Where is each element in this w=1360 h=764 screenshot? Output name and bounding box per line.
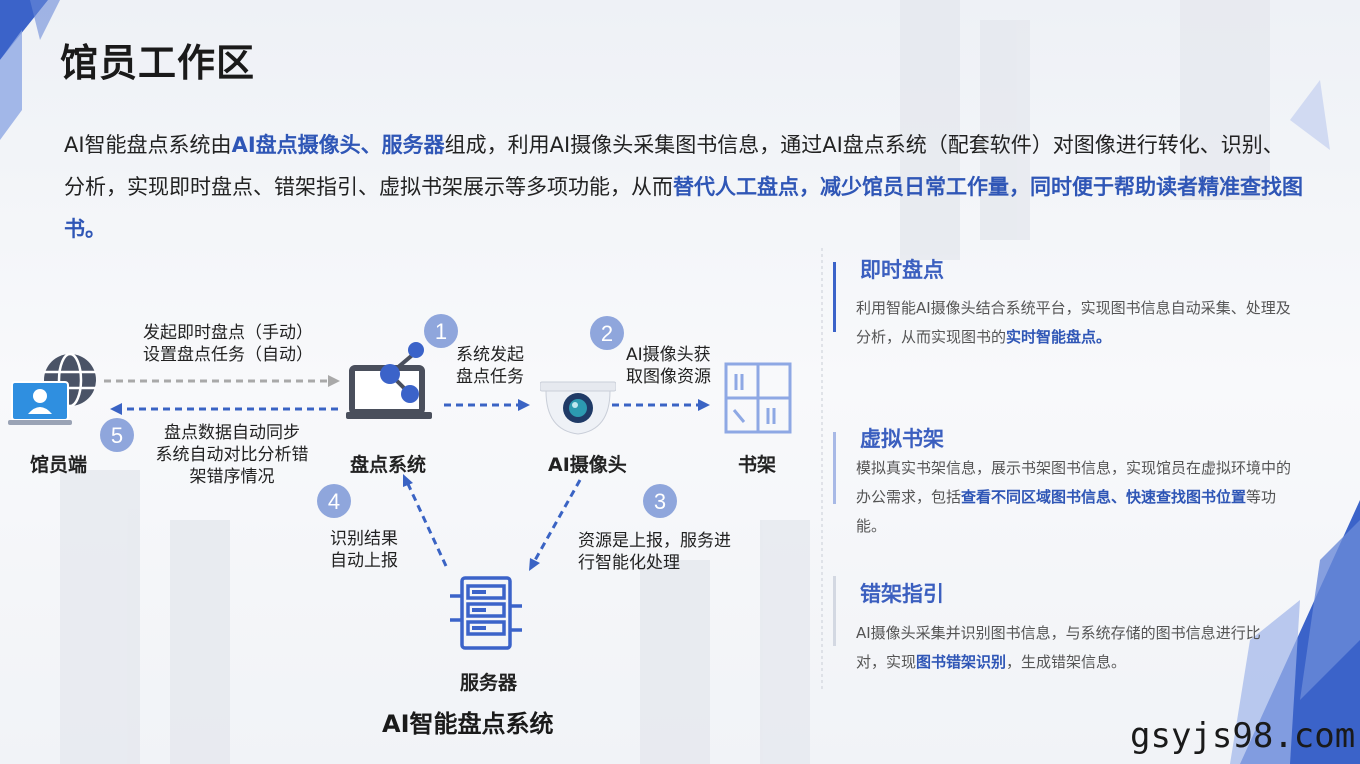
intro-highlight-1: AI盘点摄像头、服务器 (231, 133, 445, 157)
intro-paragraph: AI智能盘点系统由AI盘点摄像头、服务器组成，利用AI摄像头采集图书信息，通过A… (64, 124, 1304, 250)
step-2-number: 2 (601, 321, 613, 346)
card-3-title: 错架指引 (860, 582, 944, 606)
step-1-number: 1 (435, 319, 447, 344)
card-3-text: AI摄像头采集并识别图书信息，与系统存储的图书信息进行比对，实现 (856, 624, 1261, 671)
card-2-text-b: 等功能。 (856, 488, 1277, 535)
bookshelf-label: 书架 (738, 454, 777, 476)
step-4-circle: 4 (317, 484, 351, 518)
step-5-number: 5 (111, 423, 123, 448)
card-2-highlight: 查看不同区域图书信息、快速查找图书位置 (961, 488, 1247, 506)
server-icon (450, 576, 522, 650)
step-4-number: 4 (328, 489, 340, 514)
intro-highlight-2: 替代人工盘点，减少馆员日常工作量，同时便于帮助读者精准查找图书。 (64, 175, 1303, 241)
server-label: 服务器 (460, 672, 518, 694)
result-report-line-2: 自动上报 (330, 551, 398, 571)
card-2-body: 模拟真实书架信息，展示书架图书信息，实现馆员在虚拟环境中的办公需求，包括查看不同… (856, 454, 1296, 541)
ai-camera-label: AI摄像头 (548, 454, 627, 476)
resource-report-line-1: 资源是上报，服务进 (578, 531, 731, 551)
system-start-line-1: 系统发起 (456, 345, 524, 365)
card-2-text: 模拟真实书架信息，展示书架图书信息，实现馆员在虚拟环境中的办公需求，包括 (856, 459, 1292, 506)
ai-camera-icon (540, 381, 616, 435)
watermark: gsyjs98.com (1130, 716, 1356, 756)
camera-acquire-line-2: 取图像资源 (626, 367, 711, 387)
step-2-circle: 2 (590, 316, 624, 350)
card-2-bar (833, 432, 836, 504)
librarian-terminal-icon (8, 352, 96, 425)
card-3-highlight: 图书错架识别 (916, 653, 1007, 671)
step-1-circle: 1 (424, 314, 458, 348)
data-sync-line-2: 系统自动对比分析错 (155, 445, 309, 465)
card-1-body: 利用智能AI摄像头结合系统平台，实现图书信息自动采集、处理及分析，从而实现图书的… (856, 294, 1296, 352)
card-3-text-b: ，生成错架信息。 (1006, 653, 1127, 671)
inventory-system-label: 盘点系统 (350, 454, 427, 476)
data-sync-line-3: 架错序情况 (189, 467, 275, 487)
resource-report-label: 资源是上报，服务进 行智能化处理 (578, 530, 731, 574)
intro-text-2: 组成，利用AI摄像头采集图书信息，通过AI盘点系统（配套软件）对图像进行转化、识… (64, 133, 1284, 199)
card-1-text: 利用智能AI摄像头结合系统平台，实现图书信息自动采集、处理及分析，从而实现图书的 (856, 299, 1291, 346)
initiate-line-1: 发起即时盘点（手动） (143, 323, 313, 343)
data-sync-label: 盘点数据自动同步 系统自动对比分析错 架错序情况 (144, 422, 320, 488)
result-report-label: 识别结果 自动上报 (330, 528, 398, 572)
bookshelf-icon (724, 362, 792, 434)
camera-acquire-label: AI摄像头获 取图像资源 (626, 344, 711, 388)
camera-acquire-line-1: AI摄像头获 (626, 345, 711, 365)
system-start-label: 系统发起 盘点任务 (456, 344, 524, 388)
card-1-bar (833, 262, 836, 332)
result-report-line-1: 识别结果 (330, 529, 398, 549)
data-sync-line-1: 盘点数据自动同步 (164, 423, 300, 443)
step-3-circle: 3 (643, 484, 677, 518)
step-3-number: 3 (654, 489, 666, 514)
step-5-circle: 5 (100, 418, 134, 452)
initiate-inventory-label: 发起即时盘点（手动） 设置盘点任务（自动） (140, 322, 316, 366)
initiate-line-2: 设置盘点任务（自动） (143, 345, 313, 365)
system-start-line-2: 盘点任务 (456, 367, 524, 387)
card-3-body: AI摄像头采集并识别图书信息，与系统存储的图书信息进行比对，实现图书错架识别，生… (856, 619, 1286, 677)
card-3-bar (833, 576, 836, 646)
intro-text-1: AI智能盘点系统由 (64, 133, 232, 157)
inventory-system-icon (346, 342, 432, 419)
card-1-highlight: 实时智能盘点。 (1006, 328, 1112, 346)
page-title: 馆员工作区 (60, 41, 256, 85)
card-1-title: 即时盘点 (860, 258, 944, 282)
resource-report-line-2: 行智能化处理 (578, 553, 680, 573)
librarian-label: 馆员端 (30, 454, 88, 476)
card-2-title: 虚拟书架 (860, 427, 944, 451)
system-name: AI智能盘点系统 (382, 710, 554, 738)
